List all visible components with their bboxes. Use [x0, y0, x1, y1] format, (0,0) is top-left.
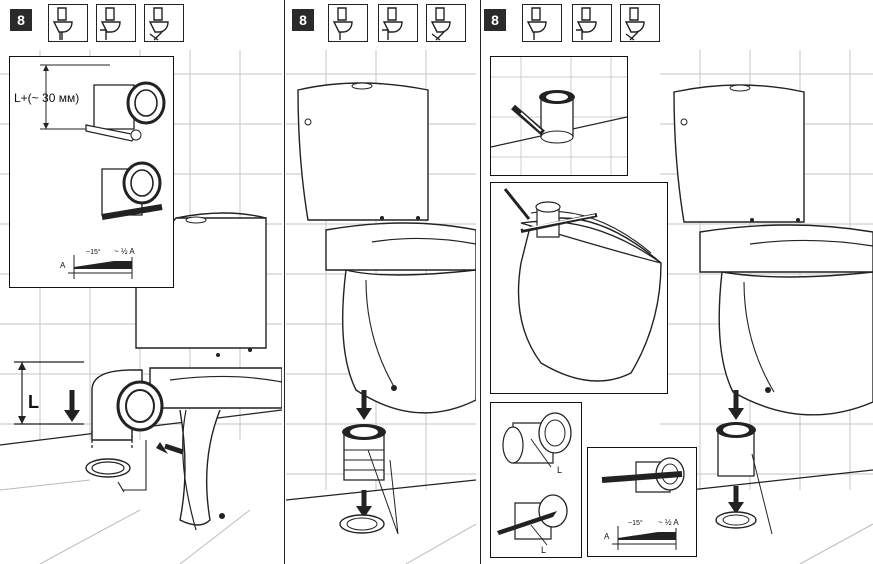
step-number-badge: 8	[10, 9, 32, 31]
angle-label-2: ~15°	[628, 520, 643, 527]
bathroom-scene-3	[660, 50, 873, 564]
toilet-thumbnail-angled-outlet	[144, 4, 184, 42]
length-L-label: L	[28, 392, 39, 412]
half-A-label: ~ ½ A	[114, 247, 135, 256]
small-L-label-2: L	[541, 545, 547, 555]
toilet-thumbnail-floor-outlet	[328, 4, 368, 42]
toilet-thumbnail-angled-outlet	[426, 4, 466, 42]
small-L-label-1: L	[557, 465, 563, 475]
panel-divider-1	[284, 0, 285, 564]
toilet-thumbnail-rear-outlet	[572, 4, 612, 42]
bowl-cross-section-inset	[490, 182, 668, 394]
step-number-badge: 8	[484, 9, 506, 31]
toilet-thumbnail-rear-outlet	[378, 4, 418, 42]
seal-cut-inset	[490, 56, 628, 176]
toilet-thumbnail-angled-outlet	[620, 4, 660, 42]
bathroom-scene-2	[286, 50, 476, 564]
step-number-badge: 8	[292, 9, 314, 31]
pipe-measure-drawing	[40, 64, 166, 279]
toilet-thumbnail-floor-outlet	[48, 4, 88, 42]
pipe-cut-inset: L L	[490, 402, 582, 558]
angle-label: ~15°	[86, 249, 101, 256]
seal-measure-inset: ~15° ~ ½ A A	[587, 447, 697, 557]
measurement-inset: L+(~ 30 мм) ~15° ~ ½ A A	[9, 56, 174, 288]
A-label: A	[60, 261, 66, 270]
panel-divider-2	[480, 0, 481, 564]
toilet-thumbnail-floor-outlet	[522, 4, 562, 42]
length-formula-label: L+(~ 30 мм)	[14, 91, 80, 105]
A-label-2: A	[604, 532, 610, 541]
toilet-thumbnail-rear-outlet	[96, 4, 136, 42]
half-A-label-2: ~ ½ A	[658, 518, 679, 527]
